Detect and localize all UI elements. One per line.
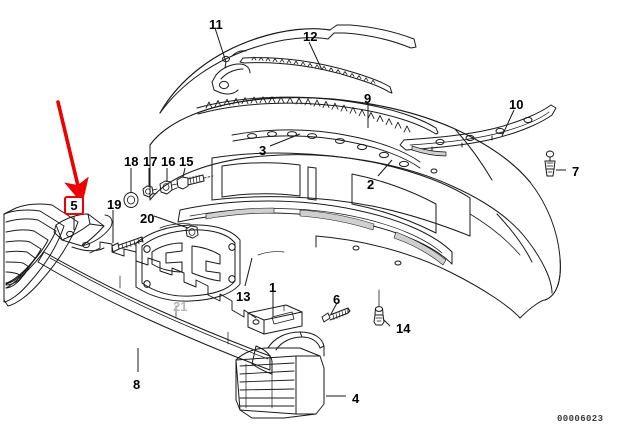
callout-14: 14 xyxy=(396,321,411,336)
drawing-code: 00006023 xyxy=(557,414,604,424)
part-17-nut xyxy=(142,185,158,198)
part-5-bracket xyxy=(53,213,113,249)
part-main-bumper-cover xyxy=(149,97,561,319)
callout-2: 2 xyxy=(367,177,375,192)
part-14-clip xyxy=(373,289,385,326)
callout-8: 8 xyxy=(133,377,141,392)
part-2-lower-strip xyxy=(177,200,453,266)
callout-3: 3 xyxy=(259,143,267,158)
highlight-arrow xyxy=(56,100,89,205)
callout-6: 6 xyxy=(333,292,341,307)
part-20-nut xyxy=(185,225,199,239)
leader-lines xyxy=(73,27,566,397)
part-13-plate-holder xyxy=(135,223,241,302)
callout-15: 15 xyxy=(179,154,194,169)
part-12-reinforcement-strip xyxy=(239,56,393,94)
part-3-guide-strip xyxy=(231,129,421,169)
callout-16: 16 xyxy=(161,154,176,169)
callout-1: 1 xyxy=(269,280,277,295)
part-4-grille xyxy=(235,331,325,419)
callout-10: 10 xyxy=(509,97,524,112)
callout-11: 11 xyxy=(209,17,223,32)
part-1-mounting-plate xyxy=(247,304,303,335)
part-left-grille xyxy=(3,203,79,307)
callout-20: 20 xyxy=(140,211,155,226)
part-18-grommet xyxy=(123,192,139,208)
part-9-toothed-rail xyxy=(196,96,439,135)
callout-18: 18 xyxy=(124,154,139,169)
part-11-upper-trim xyxy=(159,24,417,114)
part-10-side-trim xyxy=(399,104,557,157)
callout-17: 17 xyxy=(143,154,158,169)
part-6-bolt xyxy=(321,307,351,323)
part-misc-fixings xyxy=(257,168,438,266)
part-8-impact-beam xyxy=(37,241,273,375)
callout-19: 19 xyxy=(107,197,122,212)
callout-9: 9 xyxy=(364,91,372,106)
part-16-bush xyxy=(159,180,178,195)
watermark-21: 21 xyxy=(173,299,188,314)
part-15-stud xyxy=(176,174,214,190)
callout-13: 13 xyxy=(236,289,251,304)
callout-7: 7 xyxy=(572,164,580,179)
highlighted-callout-5[interactable]: 5 xyxy=(64,196,84,215)
callout-12: 12 xyxy=(303,29,318,44)
callout-4: 4 xyxy=(352,391,360,406)
part-7-rivet xyxy=(544,150,556,177)
part-19-screw xyxy=(111,236,144,253)
